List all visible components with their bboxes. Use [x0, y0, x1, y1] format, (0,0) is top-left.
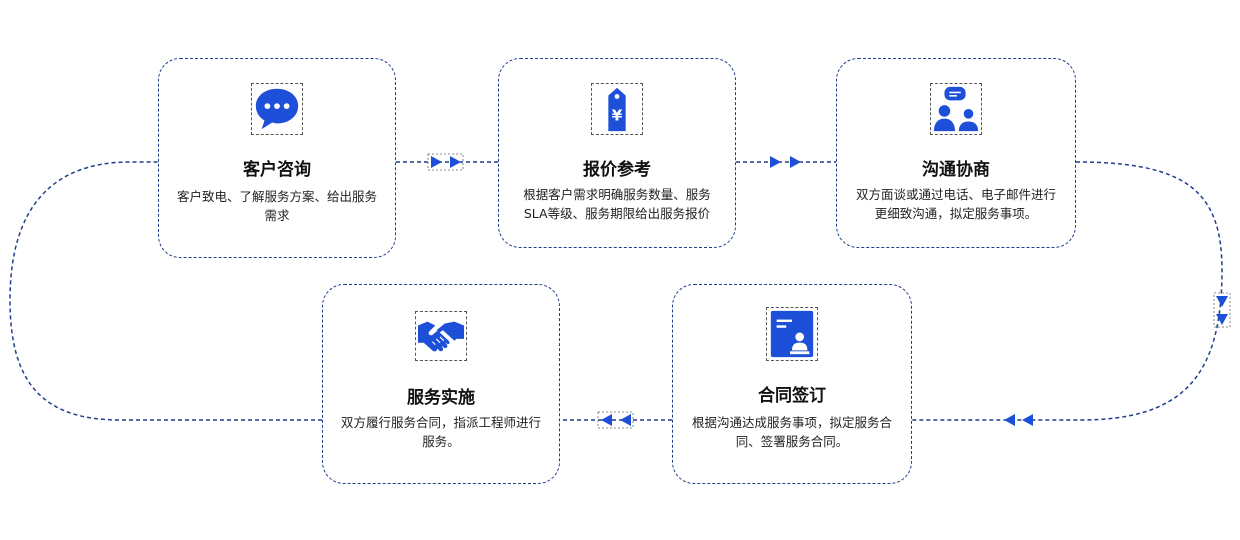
step-card-quote: ¥ 报价参考 根据客户需求明确服务数量、服务SLA等级、服务期限给出服务报价 [498, 58, 736, 248]
step-description: 双方履行服务合同，指派工程师进行服务。 [341, 415, 542, 449]
step-card-consult: 客户咨询 客户致电、了解服务方案、给出服务需求 [158, 58, 396, 258]
step-card-implement: 服务实施 双方履行服务合同，指派工程师进行服务。 [322, 284, 560, 484]
step-title: 报价参考 [583, 160, 651, 180]
arrow-left-icon [601, 414, 612, 426]
arrow-left-icon [620, 414, 631, 426]
handshake-icon [415, 311, 467, 361]
step-description: 双方面谈或通过电话、电子邮件进行更细致沟通，拟定服务事项。 [855, 187, 1056, 221]
arrow-right-icon [790, 156, 801, 168]
connector-negotiate-to-contract [912, 161, 1223, 421]
step-title: 合同签订 [758, 386, 826, 406]
step-card-negotiate: 沟通协商 双方面谈或通过电话、电子邮件进行更细致沟通，拟定服务事项。 [836, 58, 1076, 248]
step-card-contract: 合同签订 根据沟通达成服务事项，拟定服务合同、签署服务合同。 [672, 284, 912, 484]
step-title: 客户咨询 [243, 160, 311, 180]
arrow-down-icon [1216, 296, 1228, 307]
arrow-left-icon [1022, 414, 1033, 426]
chat-bubble-icon [251, 83, 303, 135]
arrow-right-icon [450, 156, 461, 168]
arrow-right-icon [770, 156, 781, 168]
step-description: 根据客户需求明确服务数量、服务SLA等级、服务期限给出服务报价 [523, 187, 711, 221]
people-discussion-icon [930, 83, 982, 135]
step-title: 沟通协商 [922, 160, 990, 180]
svg-text:¥: ¥ [612, 107, 623, 125]
contract-document-icon [766, 307, 818, 361]
arrow-down-icon [1216, 314, 1228, 325]
step-description: 根据沟通达成服务事项，拟定服务合同、签署服务合同。 [691, 415, 892, 449]
arrow-left-icon [1004, 414, 1015, 426]
step-description: 客户致电、了解服务方案、给出服务需求 [177, 189, 378, 223]
arrow-right-icon [431, 156, 442, 168]
step-title: 服务实施 [407, 388, 475, 408]
price-tag-icon: ¥ [591, 83, 643, 135]
